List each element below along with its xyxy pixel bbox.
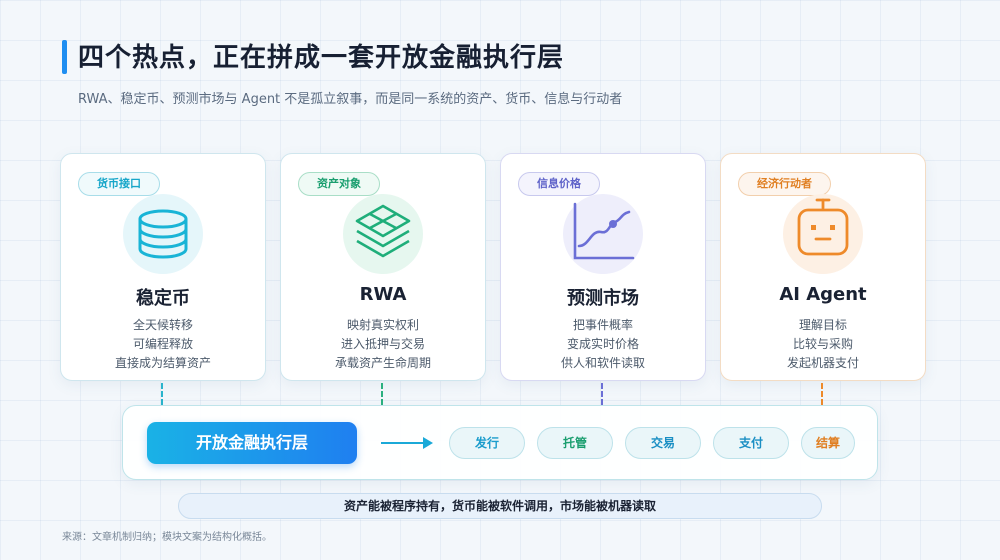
card-line: 可编程释放 xyxy=(132,337,193,351)
pill-settlement[interactable]: 结算 xyxy=(801,427,855,459)
card-description: 全天候转移 可编程释放 直接成为结算资产 xyxy=(61,316,265,373)
card-rwa: 资产对象 RWA 映射真实权利 进入抵押与交易 承载资产生命周期 xyxy=(280,153,486,381)
card-line: 比较与采购 xyxy=(792,337,853,351)
layers-icon xyxy=(343,194,423,274)
card-line: 发起机器支付 xyxy=(786,356,859,370)
card-description: 把事件概率 变成实时价格 供人和软件读取 xyxy=(501,316,705,373)
pill-issue[interactable]: 发行 xyxy=(449,427,525,459)
connector-line xyxy=(161,383,163,405)
card-title: 预测市场 xyxy=(567,288,639,309)
pill-custody[interactable]: 托管 xyxy=(537,427,613,459)
card-description: 映射真实权利 进入抵押与交易 承载资产生命周期 xyxy=(281,316,485,373)
card-title: RWA xyxy=(359,284,407,305)
page-title: 四个热点，正在拼成一套开放金融执行层 xyxy=(78,43,565,73)
line-chart-icon xyxy=(563,194,643,274)
card-tag: 资产对象 xyxy=(298,172,380,196)
pill-trade[interactable]: 交易 xyxy=(625,427,701,459)
robot-icon xyxy=(783,194,863,274)
arrow-right-icon xyxy=(381,437,433,449)
card-line: 供人和软件读取 xyxy=(560,356,645,370)
summary-banner: 资产能被程序持有，货币能被软件调用，市场能被机器读取 xyxy=(178,493,822,519)
card-prediction-market: 信息价格 预测市场 把事件概率 变成实时价格 供人和软件读取 xyxy=(500,153,706,381)
connector-line xyxy=(601,383,603,405)
card-tag: 经济行动者 xyxy=(738,172,831,196)
page-subtitle: RWA、稳定币、预测市场与 Agent 不是孤立叙事，而是同一系统的资产、货币、… xyxy=(78,92,623,107)
card-line: 直接成为结算资产 xyxy=(114,356,211,370)
title-accent-bar xyxy=(62,40,67,74)
card-line: 把事件概率 xyxy=(572,318,633,332)
card-line: 承载资产生命周期 xyxy=(334,356,431,370)
card-line: 理解目标 xyxy=(798,318,847,332)
card-line: 进入抵押与交易 xyxy=(340,337,425,351)
connector-line xyxy=(821,383,823,405)
card-line: 变成实时价格 xyxy=(566,337,639,351)
card-tag: 信息价格 xyxy=(518,172,600,196)
card-description: 理解目标 比较与采购 发起机器支付 xyxy=(721,316,925,373)
card-ai-agent: 经济行动者 AI Agent 理解目标 比较与采购 发起机器支付 xyxy=(720,153,926,381)
card-title: 稳定币 xyxy=(136,288,190,309)
execution-layer-panel: 开放金融执行层 发行 托管 交易 支付 结算 xyxy=(122,405,878,480)
card-title: AI Agent xyxy=(779,284,867,305)
card-line: 映射真实权利 xyxy=(346,318,419,332)
connector-line xyxy=(381,383,383,405)
card-stablecoin: 货币接口 稳定币 全天候转移 可编程释放 直接成为结算资产 xyxy=(60,153,266,381)
execution-layer-button[interactable]: 开放金融执行层 xyxy=(147,422,357,464)
card-line: 全天候转移 xyxy=(132,318,193,332)
card-tag: 货币接口 xyxy=(78,172,160,196)
pill-payment[interactable]: 支付 xyxy=(713,427,789,459)
database-icon xyxy=(123,194,203,274)
source-note: 来源：文章机制归纳；模块文案为结构化概括。 xyxy=(62,532,272,543)
